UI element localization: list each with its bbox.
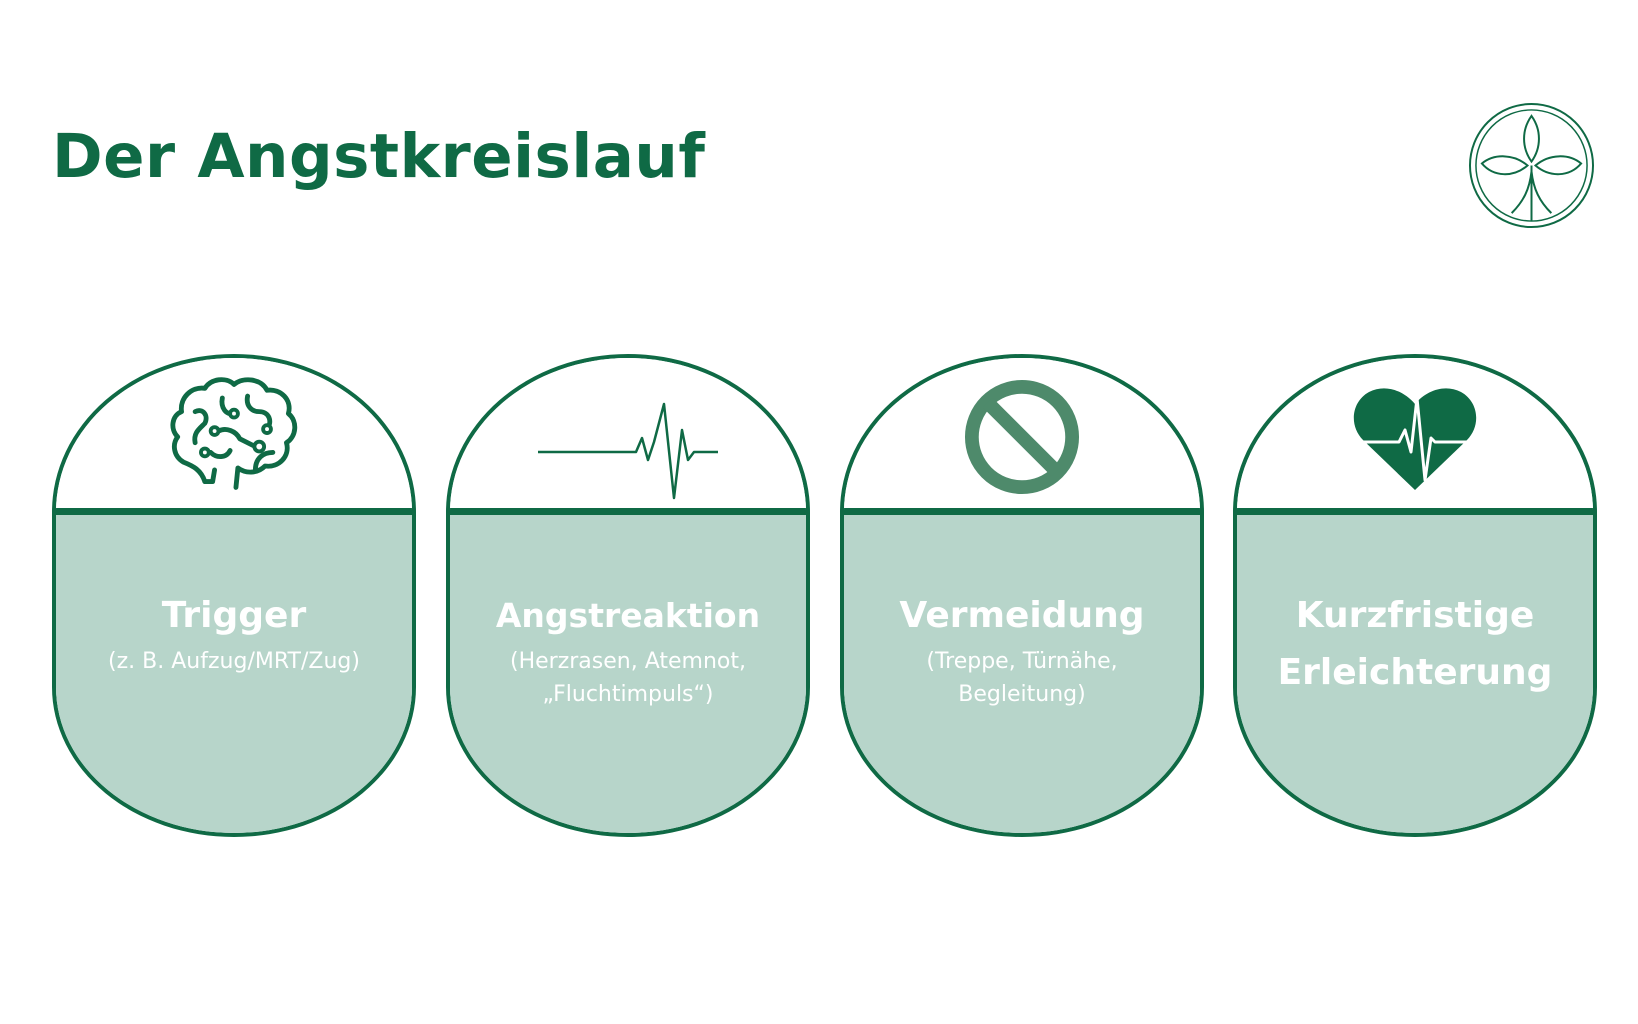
step-body bbox=[56, 515, 412, 833]
heart-pulse-icon bbox=[1353, 388, 1477, 490]
step-divider bbox=[56, 508, 412, 515]
step-subtitle: (Treppe, Türnähe, Begleitung) bbox=[926, 649, 1118, 707]
step-body bbox=[1237, 515, 1593, 833]
step-icon-area bbox=[1237, 358, 1593, 508]
step-erleichterung: Kurzfristige Erleichterung bbox=[1233, 354, 1597, 837]
prohibited-icon bbox=[964, 379, 1080, 495]
step-angstreaktion: Angstreaktion (Herzrasen, Atemnot, „Fluc… bbox=[446, 354, 810, 837]
step-divider bbox=[844, 508, 1200, 515]
brain-icon bbox=[170, 377, 298, 490]
leaf-circle-logo bbox=[1468, 102, 1595, 229]
step-divider bbox=[450, 508, 806, 515]
step-icon-area bbox=[56, 358, 412, 508]
step-body bbox=[450, 515, 806, 833]
heartbeat-line-icon bbox=[538, 402, 718, 500]
step-vermeidung: Vermeidung (Treppe, Türnähe, Begleitung) bbox=[840, 354, 1204, 837]
step-title: Trigger bbox=[161, 595, 307, 636]
step-trigger: Trigger (z. B. Aufzug/MRT/Zug) bbox=[52, 354, 416, 837]
step-subtitle: (Herzrasen, Atemnot, „Fluchtimpuls“) bbox=[510, 649, 746, 707]
step-icon-area bbox=[844, 358, 1200, 508]
step-subtitle: (z. B. Aufzug/MRT/Zug) bbox=[108, 649, 360, 674]
step-title: Kurzfristige Erleichterung bbox=[1277, 595, 1553, 693]
step-icon-area bbox=[450, 358, 806, 508]
step-title: Angstreaktion bbox=[495, 596, 761, 635]
step-body bbox=[844, 515, 1200, 833]
page-title: Der Angstkreislauf bbox=[52, 121, 706, 192]
step-divider bbox=[1237, 508, 1593, 515]
step-title: Vermeidung bbox=[899, 595, 1145, 636]
